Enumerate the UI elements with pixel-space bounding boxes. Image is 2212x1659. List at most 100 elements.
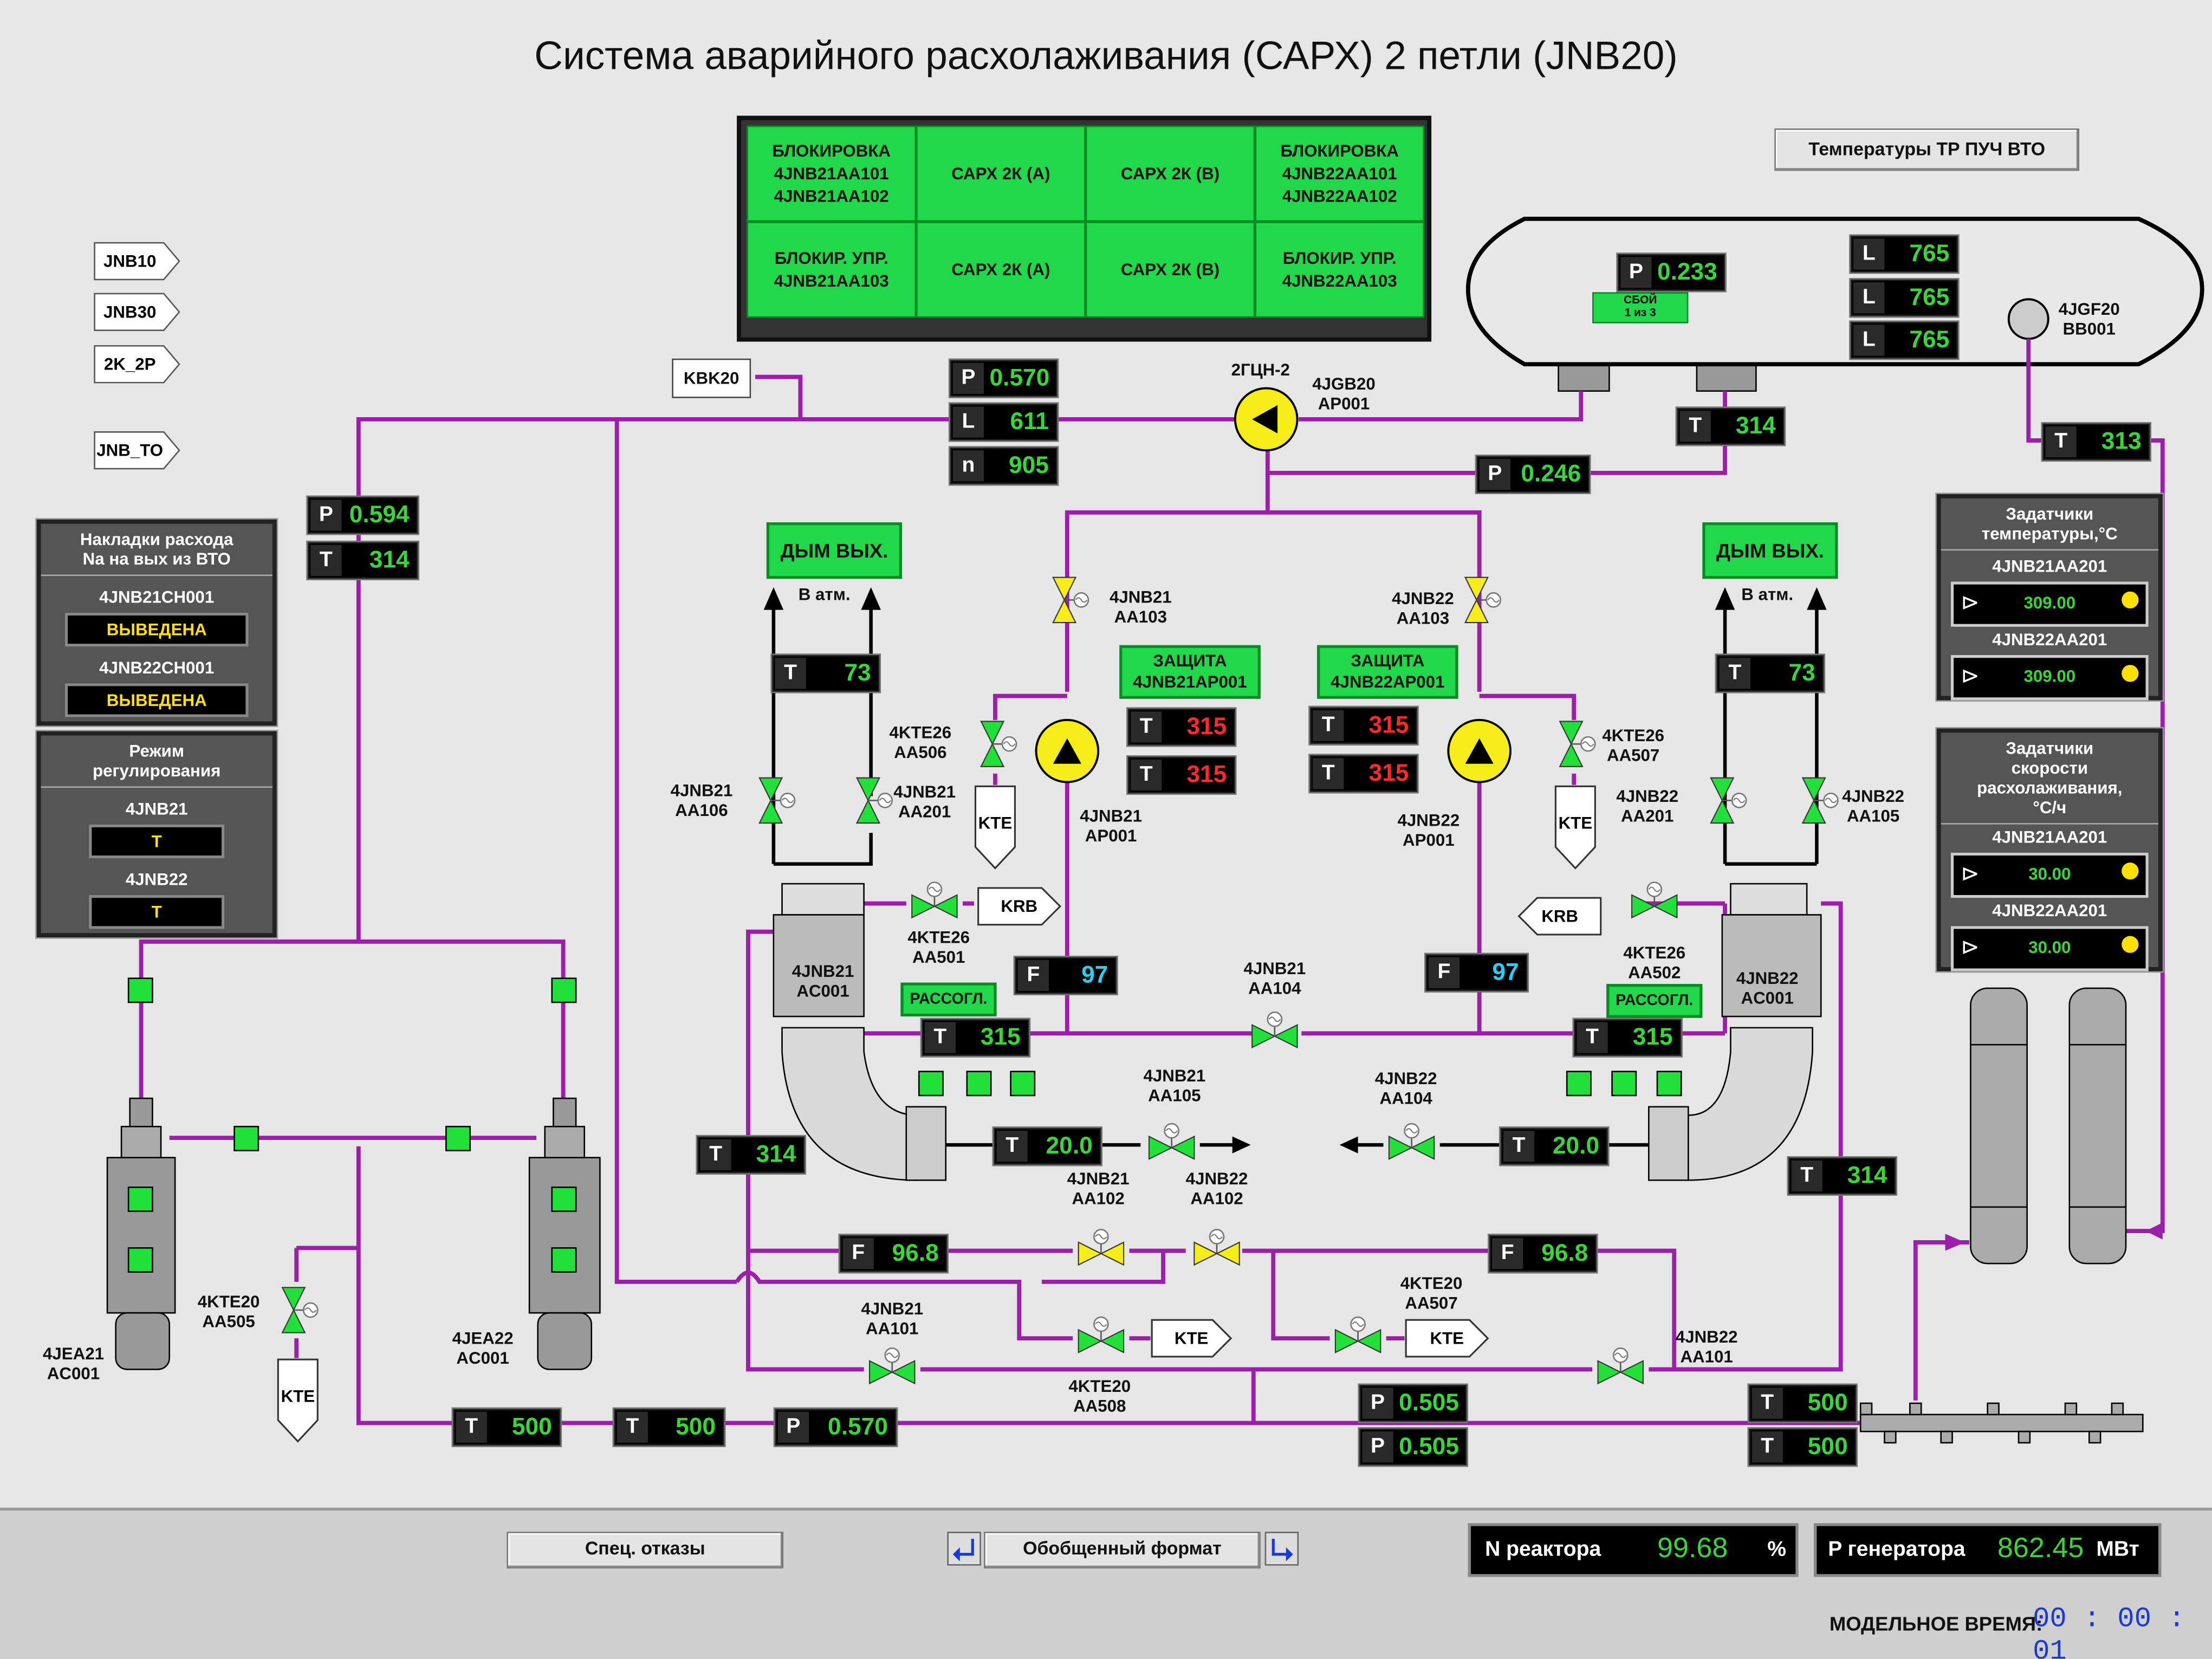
- flow-row-1-value[interactable]: ВЫВЕДЕНА: [64, 612, 249, 647]
- valve-21-aa104[interactable]: [1247, 1005, 1303, 1061]
- mode-row-2-value[interactable]: Т: [89, 895, 225, 929]
- valve-22-aa104[interactable]: [1383, 1117, 1439, 1173]
- tag-label: KTE: [978, 813, 1013, 833]
- meter-label: T: [1719, 658, 1750, 689]
- temp-sp-1[interactable]: ⊳ 309.00: [1950, 581, 2149, 627]
- rate-sp-1[interactable]: ⊳ 30.00: [1950, 852, 2149, 898]
- valve-22-aa105[interactable]: [1788, 772, 1845, 828]
- tag-label: KRB: [1541, 906, 1579, 926]
- mode-row-1-value[interactable]: Т: [89, 824, 225, 859]
- special-faults-button[interactable]: Спец. отказы: [507, 1532, 784, 1569]
- kte-26-507-tag[interactable]: KTE: [1554, 785, 1597, 870]
- kte-20-507-tag[interactable]: KTE: [1405, 1319, 1489, 1358]
- smoke-exhaust-right[interactable]: ДЫМ ВЫХ.: [1702, 522, 1838, 579]
- tag-label: KTE: [281, 1386, 315, 1407]
- meter-value: 97: [1492, 958, 1519, 986]
- valve-kte26-501[interactable]: [906, 875, 963, 931]
- krb-21-tag[interactable]: KRB: [977, 886, 1062, 926]
- valve-21-aa201[interactable]: [843, 772, 899, 828]
- increase-icon[interactable]: [2122, 591, 2139, 609]
- tag-label: KTE: [1174, 1328, 1209, 1349]
- temp-setpoints-panel: Задатчики температуры,°С 4JNB21AA201 ⊳ 3…: [1936, 494, 2163, 701]
- meter-label: T: [1313, 710, 1344, 741]
- valve-kte20-508[interactable]: [1073, 1310, 1129, 1366]
- valve-kte26-506[interactable]: [967, 716, 1023, 772]
- valve-21-aa106[interactable]: [745, 772, 802, 828]
- interlock-cell-3[interactable]: САРХ 2К (В): [1085, 125, 1255, 222]
- valve-22-aa102[interactable]: [1189, 1222, 1245, 1279]
- general-format-button[interactable]: Обобщенный формат: [984, 1532, 1261, 1569]
- kte-20-508-tag[interactable]: KTE: [1151, 1319, 1233, 1358]
- decrease-icon[interactable]: ⊳: [1961, 591, 1980, 616]
- main-pump-2gcn2[interactable]: [1234, 387, 1299, 452]
- valve-21-aa102[interactable]: [1073, 1222, 1129, 1279]
- valve-21-aa103[interactable]: [1039, 572, 1095, 628]
- decrease-icon[interactable]: ⊳: [1961, 665, 1980, 689]
- valve-22-aa201[interactable]: [1697, 772, 1753, 828]
- nav-tag-label: JNB30: [103, 302, 157, 322]
- reactor-label: N реактора: [1485, 1537, 1601, 1561]
- meter-label: P: [1362, 1431, 1393, 1463]
- valve-21-aa101[interactable]: [864, 1341, 920, 1397]
- flow-row-2-value[interactable]: ВЫВЕДЕНА: [64, 683, 249, 717]
- protection-21[interactable]: ЗАЩИТА 4JNB21AP001: [1119, 645, 1261, 699]
- back-arrow-icon[interactable]: [947, 1532, 981, 1566]
- interlock-cell-4[interactable]: БЛОКИРОВКА 4JNB22AA101 4JNB22AA102: [1255, 125, 1425, 222]
- valve-kte20-505[interactable]: [268, 1282, 325, 1338]
- meter-value: 20.0: [1552, 1132, 1600, 1159]
- kte-20-505-tag[interactable]: KTE: [277, 1358, 319, 1443]
- interlock-cell-8[interactable]: БЛОКИР. УПР. 4JNB22AA103: [1255, 222, 1425, 318]
- valve-kte26-502[interactable]: [1626, 875, 1683, 931]
- pump-21-ap001[interactable]: [1035, 718, 1100, 783]
- decrease-icon[interactable]: ⊳: [1961, 936, 1980, 960]
- sg-21: [106, 1097, 176, 1370]
- interlock-cell-2[interactable]: САРХ 2К (А): [916, 125, 1086, 222]
- increase-icon[interactable]: [2122, 665, 2139, 682]
- meter-label: P: [1479, 458, 1510, 490]
- forward-arrow-icon[interactable]: [1264, 1532, 1299, 1566]
- mismatch-21[interactable]: РАССОГЛ.: [900, 982, 997, 1017]
- kte-26-506-tag[interactable]: KTE: [974, 785, 1016, 870]
- meter-label: T: [996, 1131, 1028, 1162]
- pump-22-ap001[interactable]: [1447, 718, 1512, 783]
- interlock-cell-6[interactable]: САРХ 2К (А): [916, 222, 1086, 318]
- protection-22[interactable]: ЗАЩИТА 4JNB22AP001: [1317, 645, 1458, 699]
- increase-icon[interactable]: [2122, 863, 2139, 880]
- temp-sp-2-label: 4JNB22AA201: [1992, 630, 2107, 650]
- valve-22-aa101[interactable]: [1592, 1341, 1649, 1397]
- increase-icon[interactable]: [2122, 936, 2139, 953]
- meter-label: T: [1313, 758, 1344, 789]
- kbk20-link[interactable]: KBK20: [672, 358, 751, 398]
- meter-value: 500: [1807, 1389, 1848, 1416]
- smoke-exhaust-left[interactable]: ДЫМ ВЫХ.: [766, 522, 902, 579]
- krb-22-tag[interactable]: KRB: [1517, 897, 1602, 936]
- meter-value: 0.233: [1657, 258, 1717, 286]
- interlock-cell-1[interactable]: БЛОКИРОВКА 4JNB21AA101 4JNB21AA102: [747, 125, 917, 222]
- valve-kte26-507[interactable]: [1546, 716, 1602, 772]
- temps-button[interactable]: Температуры ТР ПУЧ ВТО: [1774, 128, 2080, 171]
- temp-sp-2[interactable]: ⊳ 309.00: [1950, 654, 2149, 701]
- temp-sp-1-value: 309.00: [2023, 593, 2076, 613]
- decrease-icon[interactable]: ⊳: [1961, 863, 1980, 887]
- valve-kte20-507[interactable]: [1329, 1310, 1386, 1366]
- interlock-cell-7[interactable]: САРХ 2К (В): [1085, 222, 1255, 318]
- meter-value: 765: [1909, 283, 1950, 311]
- rate-sp-1-value: 30.00: [2028, 864, 2071, 884]
- label-v21-201: 4JNB21 AA201: [893, 782, 956, 822]
- model-time-label: МОДЕЛЬНОЕ ВРЕМЯ:: [1829, 1612, 2043, 1635]
- mismatch-22[interactable]: РАССОГЛ.: [1606, 984, 1703, 1018]
- interlock-cell-5[interactable]: БЛОКИР. УПР. 4JNB21AA103: [747, 222, 917, 318]
- rate-sp-2[interactable]: ⊳ 30.00: [1950, 926, 2149, 971]
- valve-21-aa105[interactable]: [1144, 1117, 1200, 1173]
- valve-22-aa103[interactable]: [1451, 572, 1508, 628]
- meter-label: T: [1131, 711, 1162, 743]
